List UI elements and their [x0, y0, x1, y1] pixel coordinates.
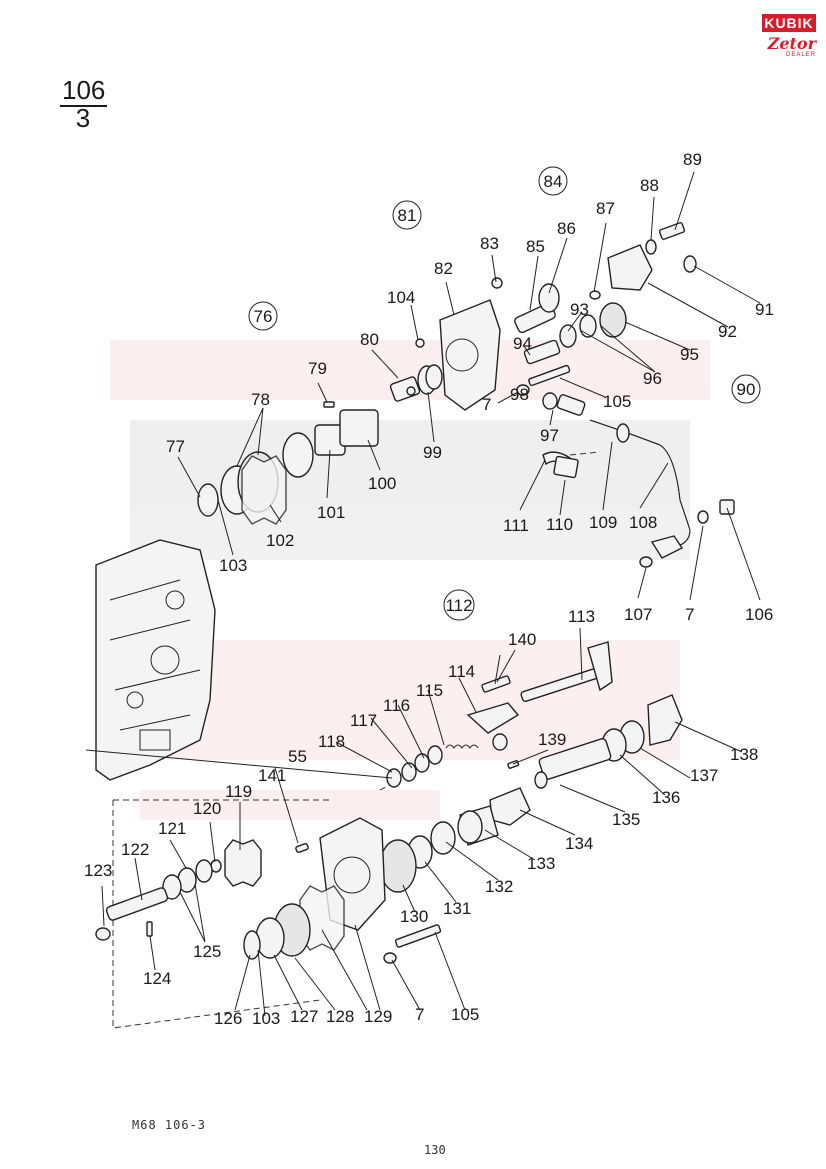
part-label-134: 134 — [565, 834, 593, 853]
part-label-120: 120 — [193, 799, 221, 818]
part-label-94: 94 — [513, 334, 532, 353]
part-label-129: 129 — [364, 1007, 392, 1026]
part-label-136: 136 — [652, 788, 680, 807]
part-label-86: 86 — [557, 219, 576, 238]
group-label-76: 76 — [248, 301, 278, 331]
part-label-119: 119 — [225, 782, 252, 801]
part-label-101: 101 — [317, 503, 345, 522]
group-label-112: 112 — [443, 589, 475, 621]
part-label-115: 115 — [416, 681, 443, 700]
part-label-124: 124 — [143, 969, 171, 988]
oil-pipe — [542, 419, 735, 568]
part-label-133: 133 — [527, 854, 555, 873]
svg-text:90: 90 — [737, 380, 756, 399]
logo-script: Zetor — [767, 34, 816, 53]
footer-drawing-code: M68 106-3 — [132, 1118, 207, 1132]
part-label-97: 97 — [540, 426, 559, 445]
part-label-55: 55 — [288, 747, 307, 766]
part-label-7-bottom: 7 — [415, 1005, 424, 1024]
svg-text:76: 76 — [254, 307, 273, 326]
part-label-93: 93 — [570, 300, 589, 319]
upper-assembly — [197, 222, 697, 525]
logo-sub: DEALER — [785, 52, 816, 58]
part-label-113: 113 — [568, 607, 595, 626]
dealer-logo: KUBIK Zetor DEALER — [762, 14, 816, 60]
part-label-110: 110 — [546, 515, 573, 534]
part-labels: 77 78 79 80 82 83 85 86 87 88 89 91 92 9… — [84, 150, 774, 1028]
part-label-88: 88 — [640, 176, 659, 195]
part-label-106: 106 — [745, 605, 773, 624]
group-label-90: 90 — [731, 374, 761, 404]
part-label-103-bottom: 103 — [252, 1009, 280, 1028]
part-label-91: 91 — [755, 300, 774, 319]
part-label-108: 108 — [629, 513, 657, 532]
svg-text:84: 84 — [544, 172, 563, 191]
part-label-114: 114 — [448, 662, 475, 681]
page-number-top: 106 — [60, 75, 108, 107]
part-label-109: 109 — [589, 513, 617, 532]
part-label-140: 140 — [508, 630, 536, 649]
part-label-95: 95 — [680, 345, 699, 364]
page-number: 106 3 — [60, 75, 108, 133]
part-label-105-bottom: 105 — [451, 1005, 479, 1024]
svg-text:81: 81 — [398, 206, 417, 225]
part-label-131: 131 — [443, 899, 471, 918]
part-label-137: 137 — [690, 766, 718, 785]
group-label-81: 81 — [392, 200, 422, 230]
part-label-116: 116 — [383, 696, 410, 715]
part-label-135: 135 — [612, 810, 640, 829]
part-label-100: 100 — [368, 474, 396, 493]
part-label-128: 128 — [326, 1007, 354, 1026]
part-label-141: 141 — [258, 766, 286, 785]
part-label-117: 117 — [350, 711, 377, 730]
part-label-85: 85 — [526, 237, 545, 256]
part-label-127: 127 — [290, 1007, 318, 1026]
part-label-111: 111 — [503, 516, 529, 535]
part-label-78: 78 — [251, 390, 270, 409]
part-label-83: 83 — [480, 234, 499, 253]
part-label-130: 130 — [400, 907, 428, 926]
part-label-79: 79 — [308, 359, 327, 378]
part-label-98: 98 — [510, 385, 529, 404]
gearbox-housing — [95, 539, 216, 781]
svg-text:112: 112 — [445, 596, 472, 615]
part-label-102: 102 — [266, 531, 294, 550]
part-label-103-top: 103 — [219, 556, 247, 575]
footer-page-number: 130 — [424, 1143, 446, 1157]
part-label-123: 123 — [84, 861, 112, 880]
lower-assembly — [95, 641, 683, 964]
part-label-77: 77 — [166, 437, 185, 456]
part-label-138: 138 — [730, 745, 758, 764]
part-label-125: 125 — [193, 942, 221, 961]
part-label-139: 139 — [538, 730, 566, 749]
part-label-99: 99 — [423, 443, 442, 462]
part-label-80: 80 — [360, 330, 379, 349]
part-label-92: 92 — [718, 322, 737, 341]
part-label-105-top: 105 — [603, 392, 631, 411]
part-label-96: 96 — [643, 369, 662, 388]
group-label-84: 84 — [538, 166, 568, 196]
part-label-89: 89 — [683, 150, 702, 169]
part-label-122: 122 — [121, 840, 149, 859]
page-number-bottom: 3 — [75, 103, 91, 133]
group-labels: 76 81 84 90 112 — [248, 166, 761, 621]
part-label-118: 118 — [318, 732, 345, 751]
part-label-132: 132 — [485, 877, 513, 896]
leader-lines — [85, 171, 761, 1017]
part-label-121: 121 — [158, 819, 186, 838]
part-label-7-right: 7 — [685, 605, 694, 624]
part-label-87: 87 — [596, 199, 615, 218]
part-label-7-top: 7 — [482, 395, 491, 414]
part-label-126: 126 — [214, 1009, 242, 1028]
part-label-104: 104 — [387, 288, 415, 307]
part-label-107: 107 — [624, 605, 652, 624]
logo-brand-box: KUBIK — [762, 14, 816, 32]
part-label-82: 82 — [434, 259, 453, 278]
